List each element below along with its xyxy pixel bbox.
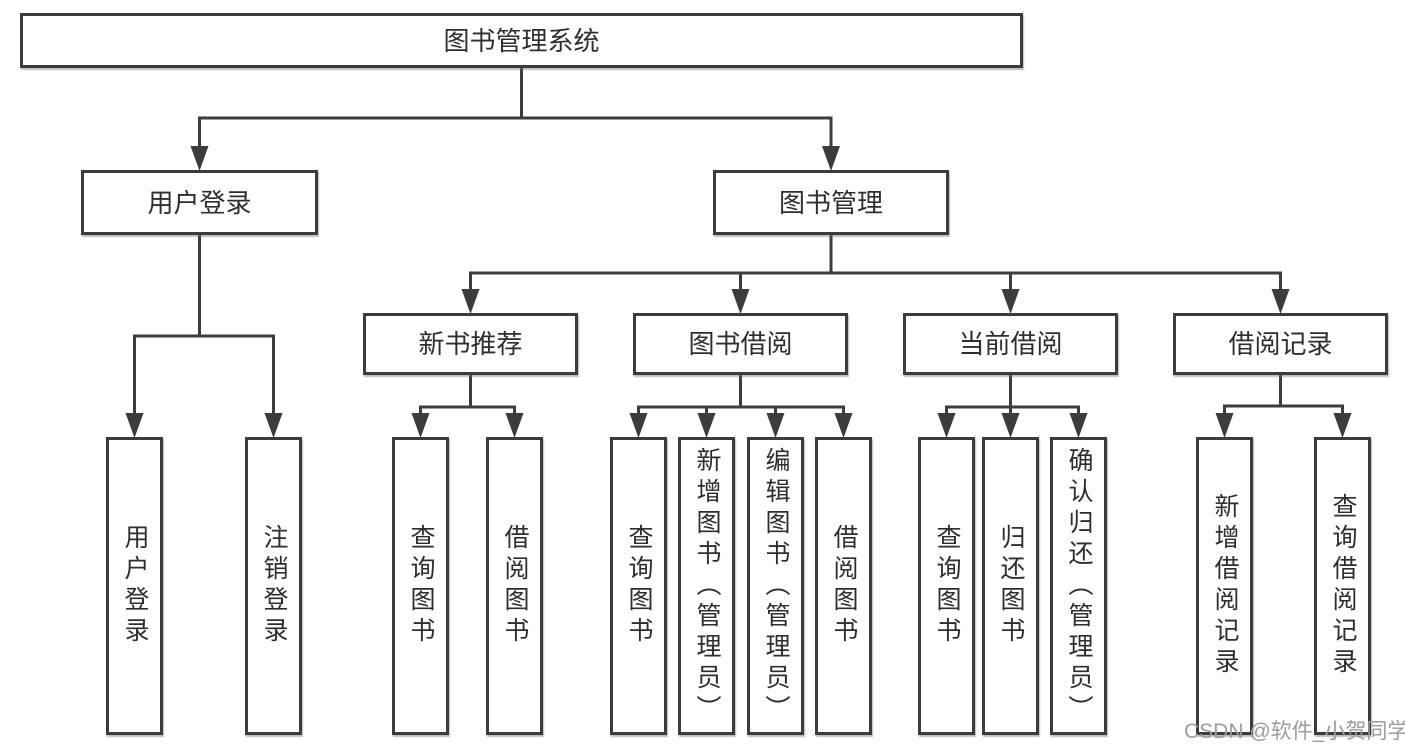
leaf-query-books-borrowing: 查询图书 (610, 437, 667, 735)
leaf-return-books: 归还图书 (982, 437, 1039, 735)
node-new-book-recommendation: 新书推荐 (363, 313, 578, 375)
leaf-add-borrow-record: 新增借阅记录 (1196, 437, 1253, 735)
node-borrowing-records: 借阅记录 (1173, 313, 1388, 375)
leaf-query-books-current: 查询图书 (918, 437, 975, 735)
leaf-confirm-return-admin: 确认归还（管理员） (1050, 437, 1107, 735)
node-library-management-system: 图书管理系统 (20, 13, 1023, 68)
leaf-add-books-admin: 新增图书（管理员） (678, 437, 735, 735)
leaf-query-books-recommend: 查询图书 (392, 437, 449, 735)
node-user-login: 用户登录 (81, 170, 318, 235)
leaf-edit-books-admin: 编辑图书（管理员） (747, 437, 804, 735)
node-current-borrowing: 当前借阅 (903, 313, 1118, 375)
leaf-borrow-books: 借阅图书 (815, 437, 872, 735)
node-book-borrowing: 图书借阅 (633, 313, 848, 375)
leaf-borrow-books-recommend: 借阅图书 (486, 437, 543, 735)
watermark: CSDN @软件_小贺同学 (1184, 720, 1405, 743)
node-book-management: 图书管理 (713, 170, 949, 235)
leaf-query-borrow-record: 查询借阅记录 (1314, 437, 1371, 735)
leaf-logout: 注销登录 (245, 437, 302, 735)
leaf-user-login: 用户登录 (106, 437, 163, 735)
